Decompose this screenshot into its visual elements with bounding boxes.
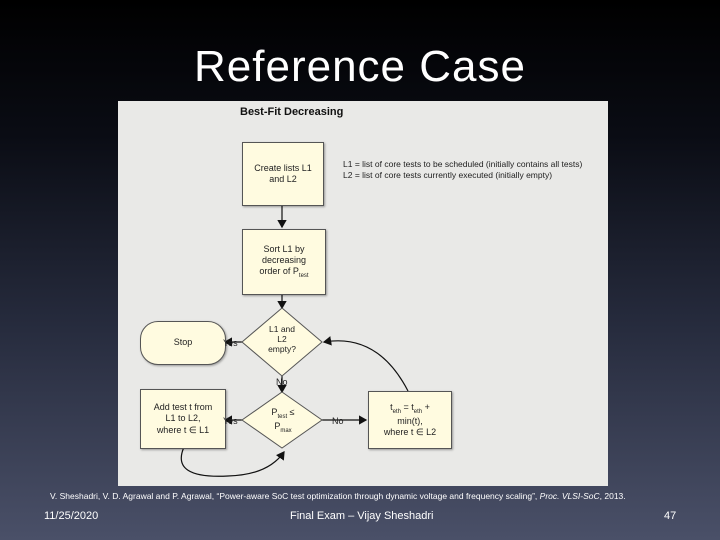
arrow-update-to-decision1 — [322, 336, 409, 392]
sort-box: Sort L1 by decreasing order of Ptest — [242, 229, 326, 295]
decision-empty-text: L1 and L2 empty? — [266, 324, 298, 355]
add-line3: where t ∈ L1 — [156, 424, 210, 435]
add-line2: L1 to L2, — [165, 413, 201, 424]
decision-power-text: Ptest ≤ Pmax — [266, 407, 300, 436]
arrow-add-to-decision2 — [180, 446, 285, 477]
decision1-line3: empty? — [268, 344, 296, 355]
sort-line3: order of P — [259, 266, 299, 277]
update-line1b: = t — [400, 401, 414, 412]
sort-line2: decreasing — [261, 254, 306, 265]
sort-line1: Sort L1 by — [263, 243, 305, 254]
figure-title: Best-Fit Decreasing — [240, 106, 344, 118]
update-time-box: teth = teth + min(t), where t ∈ L2 — [368, 391, 452, 449]
citation: V. Sheshadri, V. D. Agrawal and P. Agraw… — [50, 491, 626, 501]
decision1-line1: L1 and — [269, 324, 295, 334]
decision2-p1: P — [271, 407, 278, 417]
footer-page-number: 47 — [664, 510, 677, 522]
citation-text: V. Sheshadri, V. D. Agrawal and P. Agraw… — [50, 491, 540, 501]
update-sub2: eth — [413, 408, 423, 415]
update-line2: min(t), — [397, 415, 423, 426]
stop-terminal: Stop — [140, 321, 226, 365]
decision1-line2: L2 — [277, 334, 287, 345]
create-lists-line1: Create lists L1 — [254, 162, 312, 173]
update-line1c: + — [422, 401, 430, 412]
create-lists-box: Create lists L1 and L2 — [242, 142, 324, 206]
decision-empty-diamond — [241, 307, 323, 377]
slide-title: Reference Case — [194, 42, 526, 91]
decision2-line1: Ptest ≤ — [266, 407, 300, 421]
decision2-sub2: max — [280, 428, 292, 435]
citation-venue: Proc. VLSI-SoC — [539, 491, 600, 501]
decision2-sub1: test — [277, 413, 288, 420]
no-label-2: No — [332, 416, 344, 426]
update-line3: where t ∈ L2 — [383, 427, 437, 438]
yes-label-2: Yes — [223, 416, 238, 426]
flowchart-connectors — [180, 204, 409, 477]
update-sub1: eth — [392, 408, 401, 415]
stop-label: Stop — [173, 337, 193, 348]
citation-year: , 2013. — [599, 491, 626, 501]
decision2-p2: P — [274, 421, 281, 432]
add-line1: Add test t from — [153, 402, 213, 413]
decision2-op: ≤ — [287, 407, 295, 417]
legend-line1: L1 = list of core tests to be scheduled … — [343, 159, 583, 169]
update-line1a: t — [390, 401, 393, 412]
yes-label-1: Yes — [223, 338, 238, 348]
decision2-line2: Pmax — [266, 421, 300, 435]
create-lists-line2: and L2 — [269, 174, 297, 184]
flowchart-figure: Best-Fit Decreasing Create lists L1 and … — [118, 101, 608, 486]
sort-line3-wrap: order of Ptest — [259, 266, 308, 280]
add-test-box: Add test t from L1 to L2, where t ∈ L1 — [140, 389, 226, 449]
footer-date: 11/25/2020 — [44, 510, 99, 522]
sort-sub: test — [298, 272, 309, 279]
legend-line2: L2 = list of core tests currently execut… — [343, 170, 553, 181]
no-label-1: No — [276, 377, 288, 387]
footer-presenter: Final Exam – Vijay Sheshadri — [290, 510, 434, 522]
update-line1: teth = teth + — [384, 402, 436, 416]
decision-power-diamond — [241, 391, 323, 449]
list-legend: L1 = list of core tests to be scheduled … — [343, 159, 582, 182]
